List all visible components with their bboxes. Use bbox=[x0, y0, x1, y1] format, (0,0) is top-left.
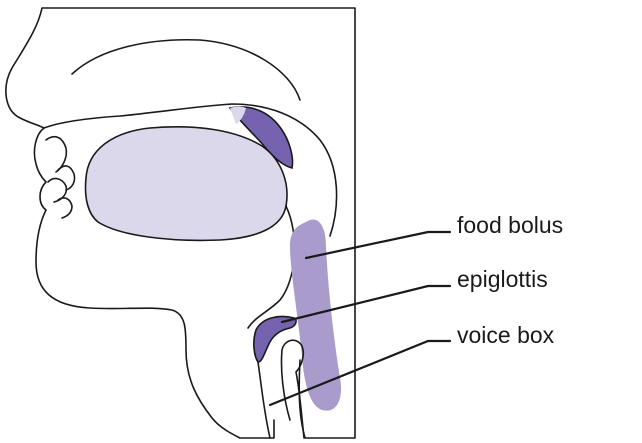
trachea-ring bbox=[281, 340, 304, 438]
upper-palate-outline bbox=[72, 40, 300, 100]
epiglottis bbox=[254, 317, 296, 363]
leader-line-food-bolus bbox=[306, 232, 450, 258]
label-voice-box: voice box bbox=[457, 324, 554, 347]
label-epiglottis: epiglottis bbox=[457, 268, 548, 291]
voice-box-outline bbox=[258, 362, 270, 438]
upper-teeth bbox=[46, 137, 75, 190]
lower-teeth bbox=[48, 179, 72, 218]
tongue bbox=[86, 127, 288, 241]
label-food-bolus: food bolus bbox=[457, 214, 563, 237]
